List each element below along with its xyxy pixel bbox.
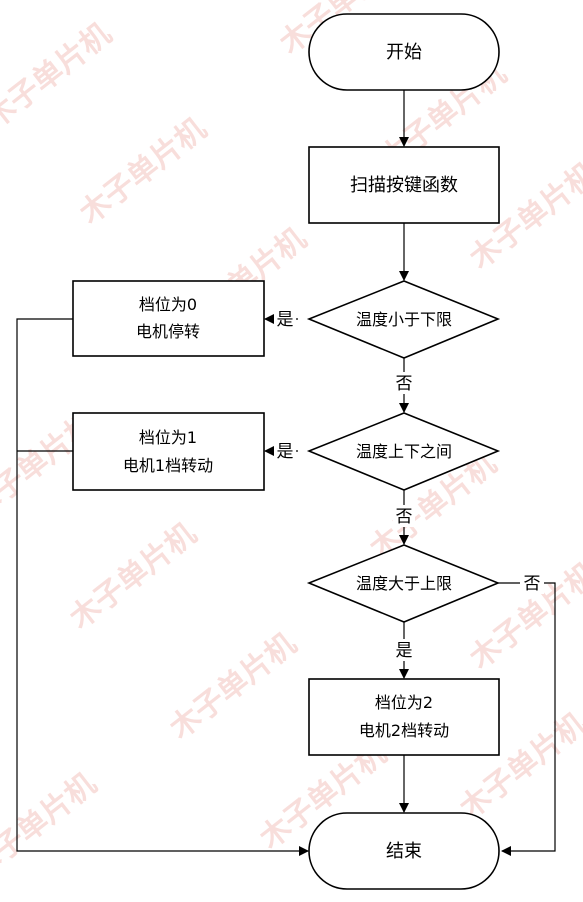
node-gear2: 档位为2 电机2档转动 xyxy=(308,678,500,756)
node-cond-high: 温度大于上限 xyxy=(306,544,501,623)
cond-high-label: 温度大于上限 xyxy=(356,574,452,593)
edge-labels: 是 否 是 否 是 否 xyxy=(274,308,544,661)
high-yes-label: 是 xyxy=(396,641,413,661)
high-no-label: 否 xyxy=(524,574,541,594)
watermark: 木子单片机 xyxy=(63,516,204,637)
low-no-label: 否 xyxy=(396,374,413,394)
gear1-line2: 电机1档转动 xyxy=(123,456,213,475)
node-start: 开始 xyxy=(308,13,500,91)
scan-label: 扫描按键函数 xyxy=(350,175,458,196)
node-end: 结束 xyxy=(308,812,500,890)
watermark: 木子单片机 xyxy=(73,111,214,232)
watermark: 木子单片机 xyxy=(163,626,304,747)
node-gear1: 档位为1 电机1档转动 xyxy=(72,412,265,491)
watermark: 木子单片机 xyxy=(0,766,103,887)
low-yes-label: 是 xyxy=(277,310,294,330)
gear0-line2: 电机停转 xyxy=(136,322,200,341)
cond-mid-label: 温度上下之间 xyxy=(356,442,452,461)
gear0-line1: 档位为0 xyxy=(139,295,197,314)
cond-low-label: 温度小于下限 xyxy=(356,310,452,329)
watermark: 木子单片机 xyxy=(0,16,118,137)
node-scan: 扫描按键函数 xyxy=(308,146,500,224)
mid-yes-label: 是 xyxy=(277,442,294,462)
gear1-line1: 档位为1 xyxy=(139,428,197,447)
end-label: 结束 xyxy=(386,841,422,862)
mid-no-label: 否 xyxy=(396,507,413,527)
node-cond-low: 温度小于下限 xyxy=(306,280,501,359)
gear2-line1: 档位为2 xyxy=(375,693,433,712)
edge-gear0-end xyxy=(16,318,309,856)
gear2-line2: 电机2档转动 xyxy=(359,721,449,740)
node-cond-mid: 温度上下之间 xyxy=(306,412,501,491)
node-gear0: 档位为0 电机停转 xyxy=(72,280,265,357)
start-label: 开始 xyxy=(386,42,422,63)
